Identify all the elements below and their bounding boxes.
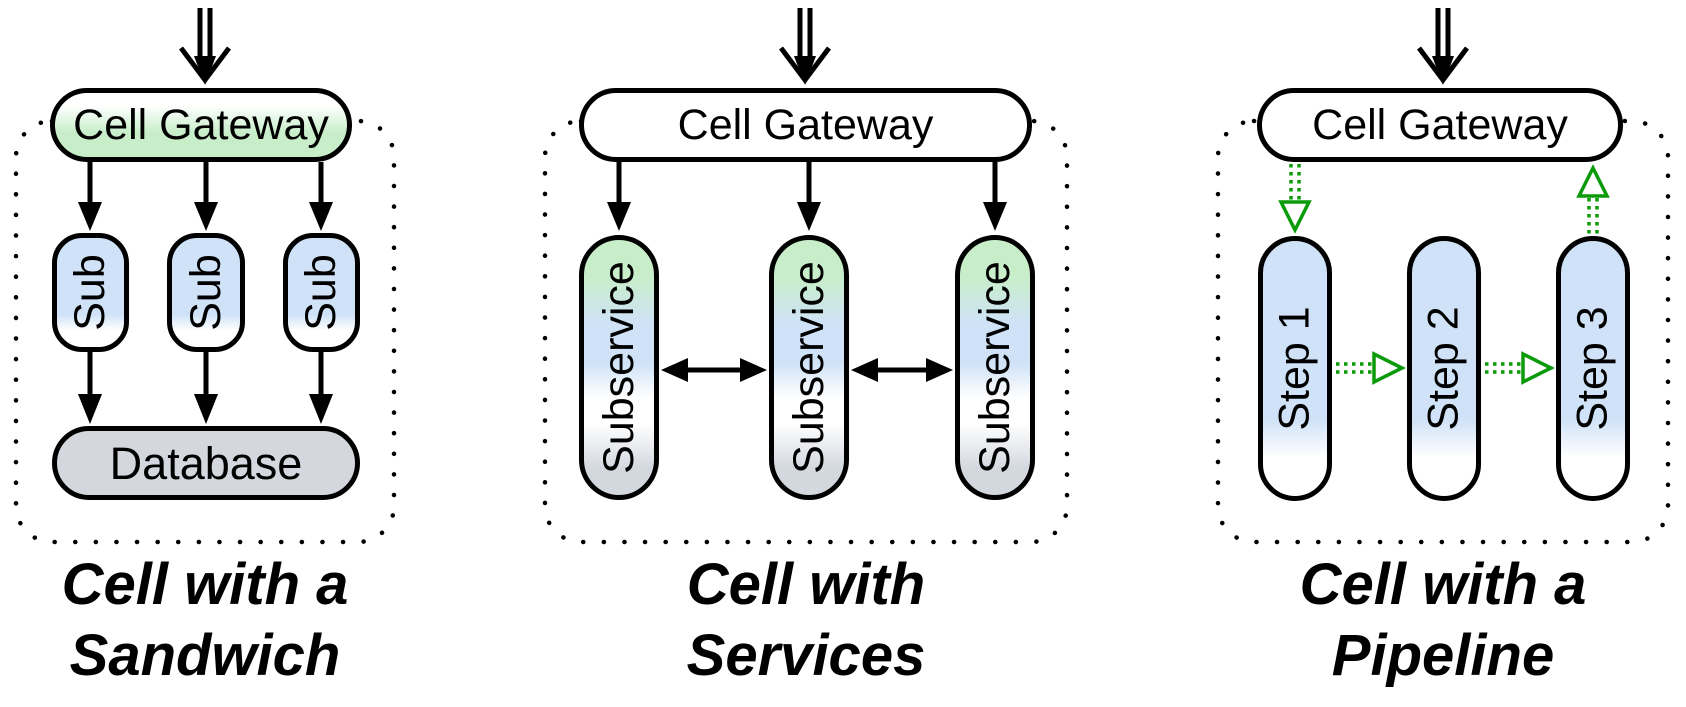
caption-pipeline: Cell with a Pipeline <box>1223 549 1663 691</box>
caption-line-2: Services <box>686 623 926 688</box>
sub-node-3: Sub <box>283 233 360 352</box>
step-label: Step 2 <box>1419 306 1468 431</box>
caption-line-2: Sandwich <box>69 623 341 688</box>
gateway-label: Cell Gateway <box>1312 100 1568 149</box>
subservice-node-2: Subservice <box>769 235 849 500</box>
solid-arrow-icon <box>309 162 333 231</box>
step-label: Step 1 <box>1270 306 1319 431</box>
sub-label: Sub <box>66 254 115 331</box>
caption-line-2: Pipeline <box>1331 623 1555 688</box>
sub-label: Sub <box>297 254 346 331</box>
subservice-label: Subservice <box>970 261 1019 474</box>
subservice-label: Subservice <box>784 261 833 474</box>
caption-line-1: Cell with a <box>61 552 349 617</box>
dotted-green-arrow-icon <box>1485 351 1555 385</box>
solid-arrow-icon <box>797 162 821 231</box>
step-label: Step 3 <box>1568 306 1617 431</box>
subservice-node-1: Subservice <box>579 235 659 500</box>
bidirectional-arrow-icon <box>661 358 767 382</box>
sub-node-1: Sub <box>52 233 129 352</box>
solid-arrow-icon <box>78 162 102 231</box>
step-node-1: Step 1 <box>1258 236 1332 501</box>
step-node-2: Step 2 <box>1407 236 1481 501</box>
gateway-node-sandwich: Cell Gateway <box>50 88 352 162</box>
solid-arrow-icon <box>78 352 102 424</box>
ingress-double-arrow-icon <box>1417 8 1469 85</box>
sub-label: Sub <box>181 254 230 331</box>
database-label: Database <box>109 437 303 489</box>
dotted-green-arrow-icon <box>1576 164 1610 234</box>
gateway-node-services: Cell Gateway <box>579 88 1032 162</box>
caption-line-1: Cell with <box>686 552 926 617</box>
ingress-double-arrow-icon <box>779 8 831 85</box>
database-node: Database <box>52 426 360 500</box>
subservice-label: Subservice <box>594 261 643 474</box>
gateway-label: Cell Gateway <box>677 100 934 149</box>
solid-arrow-icon <box>309 352 333 424</box>
solid-arrow-icon <box>983 162 1007 231</box>
gateway-node-pipeline: Cell Gateway <box>1257 88 1623 162</box>
dotted-green-arrow-icon <box>1336 351 1406 385</box>
sub-node-2: Sub <box>167 233 245 352</box>
solid-arrow-icon <box>194 352 218 424</box>
caption-line-1: Cell with a <box>1299 552 1587 617</box>
solid-arrow-icon <box>194 162 218 231</box>
caption-sandwich: Cell with a Sandwich <box>15 549 395 691</box>
solid-arrow-icon <box>607 162 631 231</box>
bidirectional-arrow-icon <box>851 358 953 382</box>
subservice-node-3: Subservice <box>955 235 1035 500</box>
ingress-double-arrow-icon <box>179 8 231 85</box>
step-node-3: Step 3 <box>1556 236 1630 501</box>
dotted-green-arrow-icon <box>1278 164 1312 234</box>
gateway-label: Cell Gateway <box>73 100 329 149</box>
caption-services: Cell with Services <box>546 549 1066 691</box>
